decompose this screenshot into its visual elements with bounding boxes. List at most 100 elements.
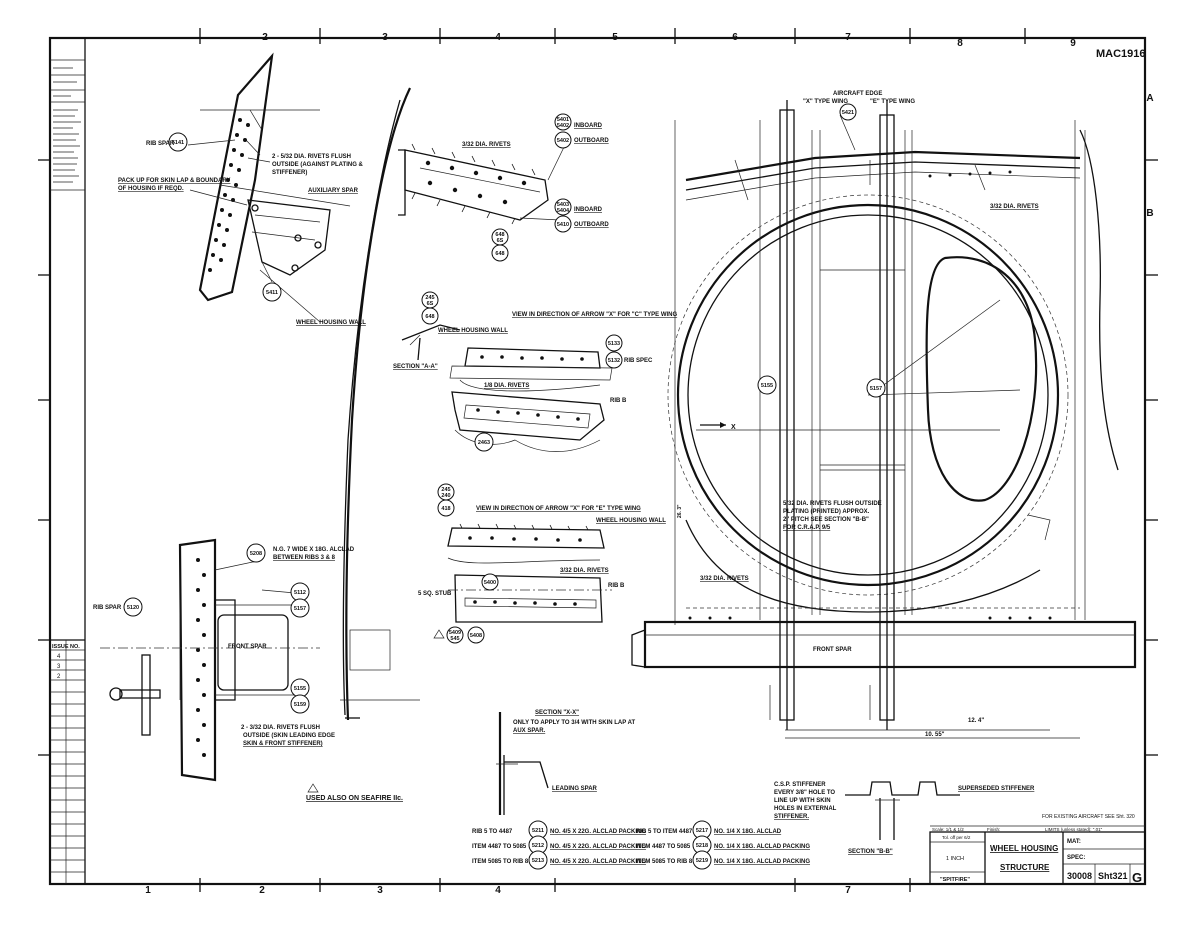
item-number: 5404 (557, 208, 570, 214)
item-number: 5155 (761, 383, 773, 389)
label-section-bb: SECTION "B-B" (848, 849, 893, 855)
dimension: 26. 3" (677, 504, 683, 518)
main-wheel-housing-view (631, 100, 1137, 739)
item-number: 5400 (484, 580, 496, 586)
note-stiffener: STIFFENER. (774, 814, 809, 820)
mat-label: MAT: (1067, 839, 1081, 845)
label-dia-rivets: 1/8 DIA. RIVETS (484, 383, 529, 389)
note-section-xx: ONLY TO APPLY TO 3/4 WITH SKIN LAP AT (513, 720, 635, 726)
dimension: 10. 55" (925, 732, 945, 738)
item-number: 5402 (557, 138, 569, 144)
label-inboard: INBOARD (574, 123, 603, 129)
scale-note: Scale: 1/1 & 1/2 (932, 827, 964, 832)
note-pack-up: PACK UP FOR SKIN LAP & BOUNDARY (118, 178, 230, 184)
note-ng-plates: BETWEEN RIBS 3 & 8 (273, 555, 336, 561)
revision-row: 2 (57, 674, 61, 680)
view-x-e-type (447, 523, 612, 623)
item-number: 5218 (696, 843, 708, 849)
item-number: 5219 (696, 858, 708, 864)
packing-note-left: ITEM 4487 TO 5085 (636, 844, 691, 850)
packing-note-left: ITEM 4487 TO 5085 (472, 844, 527, 850)
label-dia-rivets: 3/32 DIA. RIVETS (700, 576, 749, 582)
zone-label-side: B (1146, 208, 1153, 219)
drawing-title-line2: STRUCTURE (1000, 863, 1050, 872)
spec-label: SPEC: (1067, 855, 1085, 861)
effectivity-note: FOR EXISTING AIRCRAFT SEE Sht. 320 (1042, 814, 1135, 820)
label-outboard: OUTBOARD (574, 138, 609, 144)
label-rib-spec: RIB SPEC (624, 358, 653, 364)
tolerance-note: Tol. off per 6/2 (942, 835, 971, 840)
item-bubble (437, 499, 455, 517)
label-rib: RIB B (608, 583, 625, 589)
note-rivets-flush: 2 - 5/32 DIA. RIVETS FLUSH (272, 154, 351, 160)
aircraft-name: "SPITFIRE" (940, 877, 970, 883)
label-dia-rivets: 3/32 DIA. RIVETS (462, 142, 511, 148)
item-number: 5159 (294, 702, 306, 708)
packing-note-left: ITEM 5085 TO RIB 8 (636, 859, 693, 865)
zone-label-bottom: 4 (495, 885, 501, 896)
packing-note-text: NO. 4/5 X 22G. ALCLAD PACKING (550, 829, 646, 835)
zone-label-top: 8 (957, 38, 963, 49)
item-bubble (554, 215, 572, 233)
sheet-number: Sht321 (1098, 871, 1128, 881)
revision-header: ISSUE NO. (52, 644, 80, 650)
label-dia-rivets: 3/32 DIA. RIVETS (560, 568, 609, 574)
item-number: 648 (425, 314, 434, 320)
note-rivets-flush: OUTSIDE (SKIN LEADING EDGE (243, 733, 335, 739)
section-b-b (845, 781, 960, 840)
zone-label-bottom: 2 (259, 885, 265, 896)
item-number: 5112 (294, 590, 306, 596)
label-superseded-stiffener: SUPERSEDED STIFFENER (958, 786, 1035, 792)
rib-label: RIB SPAR (146, 141, 175, 147)
label-wheel-housing-wall: WHEEL HOUSING WALL (438, 328, 508, 334)
label-leading-spar: LEADING SPAR (552, 786, 598, 792)
zone-label-top: 4 (495, 32, 501, 43)
revision-strip: ISSUE NO. 4 3 2 (50, 59, 85, 884)
zone-label-bottom: 7 (845, 885, 851, 896)
item-number: 5132 (608, 358, 620, 364)
item-number: 5403 (557, 202, 569, 208)
item-bubble (262, 282, 282, 302)
item-number: 6S (427, 301, 434, 307)
item-bubble (123, 597, 143, 617)
packing-note-text: NO. 1/4 X 18G. ALCLAD PACKING (714, 859, 810, 865)
label-rib-spar: RIB SPAR (93, 605, 122, 611)
item-bubble (554, 131, 572, 149)
item-bubble (168, 132, 188, 152)
label-wheel-housing-wall: WHEEL HOUSING WALL (596, 518, 666, 524)
finish-label: Finish: (987, 827, 1000, 832)
view-x-c-type (449, 347, 613, 452)
packing-note-text: NO. 1/4 X 18G. ALCLAD (714, 829, 782, 835)
packing-notes: RIB 5 TO 4487 5211 NO. 4/5 X 22G. ALCLAD… (472, 820, 810, 870)
item-number: 5141 (172, 140, 184, 146)
item-number: 5410 (557, 222, 569, 228)
label-section-aa: SECTION "A-A" (393, 364, 438, 370)
label-section-xx: SECTION "X-X" (535, 710, 579, 716)
drawing-number: 30008 (1067, 871, 1092, 881)
label-outboard: OUTBOARD (574, 222, 609, 228)
item-number: 5120 (127, 605, 139, 611)
label-front-spar: FRONT SPAR (228, 644, 267, 650)
note-stub: 5 SQ. STUB (418, 591, 452, 597)
limits-note: LIMITS (unless stated): ".01" (1045, 827, 1103, 832)
item-bubble (605, 334, 623, 352)
item-number: 545 (450, 636, 459, 642)
detail-front-spar (100, 538, 320, 782)
packing-note-text: NO. 4/5 X 22G. ALCLAD PACKING (550, 859, 646, 865)
note-for-ref: FOR C.R.A.P. 9/5 (783, 525, 831, 531)
item-number: 5157 (294, 606, 306, 612)
label-view-x-title: VIEW IN DIRECTION OF ARROW "X" FOR "E" T… (476, 506, 641, 512)
item-number: 5408 (470, 633, 482, 639)
item-number: 240 (441, 493, 450, 499)
item-number: 5213 (532, 858, 544, 864)
label-view-x-title: VIEW IN DIRECTION OF ARROW "X" FOR "C" T… (512, 312, 677, 318)
item-number: 245 (441, 487, 450, 493)
packing-note-left: RIB 5 TO 4487 (472, 829, 513, 835)
label-x-type-wing: "X" TYPE WING (803, 99, 848, 105)
item-bubble (605, 351, 623, 369)
packing-note-text: NO. 4/5 X 22G. ALCLAD PACKING (550, 844, 646, 850)
top-zone-labels: 2 3 4 5 6 7 8 9 (262, 32, 1076, 49)
zone-label-top: 6 (732, 32, 738, 43)
scale-label: 1 INCH (946, 856, 964, 862)
